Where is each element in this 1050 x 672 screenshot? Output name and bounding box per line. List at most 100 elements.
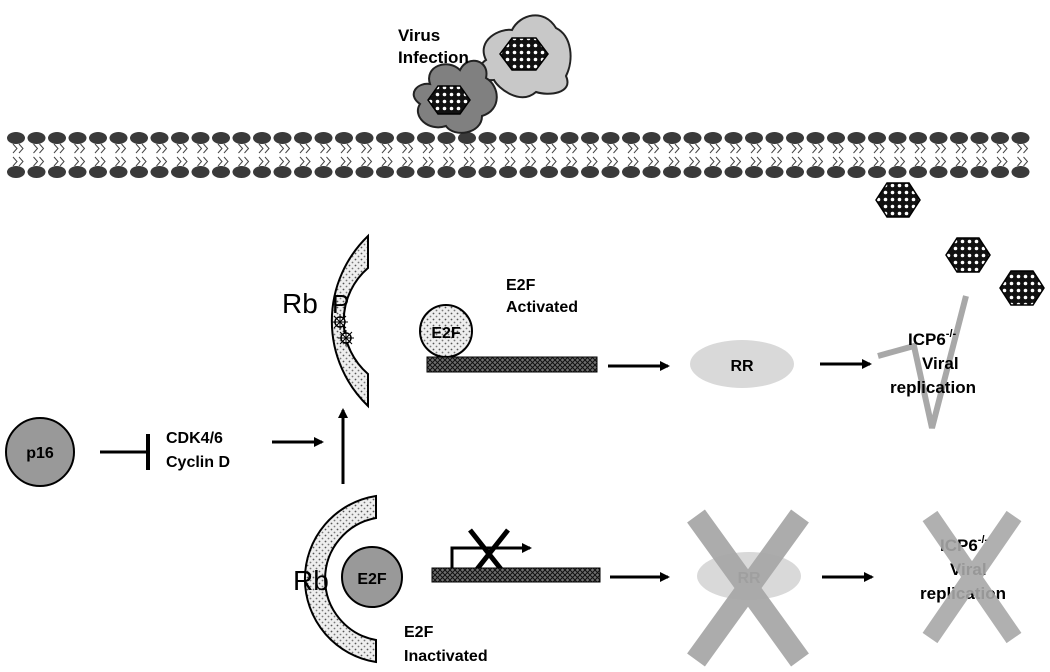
lipid-tail bbox=[976, 156, 988, 167]
lipid-tail bbox=[976, 143, 988, 154]
e2f-activated-label-line1: E2F bbox=[506, 277, 536, 294]
lipid-tail bbox=[504, 156, 516, 167]
lipid-tail bbox=[279, 156, 291, 167]
rb-phosphorylated-shape bbox=[330, 233, 369, 409]
cdk-label-line1: CDK4/6 bbox=[166, 430, 223, 447]
lipid-tail bbox=[1017, 156, 1029, 167]
lipid-head bbox=[27, 166, 46, 178]
lipid-head bbox=[519, 166, 538, 178]
lipid-tail bbox=[955, 143, 967, 154]
lipid-head bbox=[376, 132, 394, 144]
lipid-tail bbox=[996, 156, 1008, 167]
promoter-arrow-bottom bbox=[450, 543, 532, 568]
lipid-head bbox=[827, 132, 845, 144]
lipid-head bbox=[663, 132, 681, 144]
lipid-head bbox=[150, 132, 169, 144]
rr-top-ellipse bbox=[690, 340, 794, 388]
lipid-tail bbox=[873, 156, 885, 167]
lipid-head bbox=[950, 132, 968, 144]
lipid-tail bbox=[463, 143, 475, 154]
lipid-head bbox=[601, 166, 620, 178]
lipid-head bbox=[540, 166, 558, 178]
lipid-tail bbox=[853, 156, 865, 167]
lipid-head bbox=[478, 132, 497, 144]
lipid-tail bbox=[33, 156, 45, 167]
lipid-head bbox=[786, 132, 804, 144]
lipid-tail bbox=[607, 143, 619, 154]
lipid-head bbox=[622, 132, 640, 144]
lipid-head bbox=[888, 132, 907, 144]
viral-top-label: Viral bbox=[922, 354, 959, 373]
lipid-head bbox=[601, 132, 620, 144]
lipid-head bbox=[560, 166, 579, 178]
lipid-head bbox=[68, 132, 87, 144]
lipid-head bbox=[786, 166, 804, 178]
lipid-head bbox=[48, 166, 66, 178]
lipid-tail bbox=[566, 156, 578, 167]
lipid-head bbox=[273, 166, 292, 178]
lipid-tail bbox=[258, 156, 270, 167]
lipid-tail bbox=[812, 156, 824, 167]
lipid-tail bbox=[33, 143, 45, 154]
replication-checkmark bbox=[877, 295, 969, 429]
lipid-tail bbox=[340, 156, 352, 167]
lipid-head bbox=[499, 132, 517, 144]
virion-2 bbox=[945, 237, 991, 273]
rr-cross-mark bbox=[687, 509, 809, 667]
lipid-tail bbox=[689, 143, 701, 154]
lipid-head bbox=[458, 132, 476, 144]
lipid-tail bbox=[53, 143, 65, 154]
lipid-head bbox=[478, 166, 497, 178]
lipid-tail bbox=[545, 156, 557, 167]
lipid-tail bbox=[463, 156, 475, 167]
lipid-tail bbox=[709, 143, 721, 154]
lipid-tail bbox=[197, 143, 209, 154]
lipid-head bbox=[89, 132, 107, 144]
lipid-tail bbox=[668, 156, 680, 167]
lipid-head bbox=[683, 132, 702, 144]
virus-particle-outer bbox=[478, 14, 572, 99]
lipid-head bbox=[458, 166, 476, 178]
lipid-tail bbox=[914, 143, 926, 154]
lipid-head bbox=[212, 166, 230, 178]
lipid-tail bbox=[996, 143, 1008, 154]
lipid-tail bbox=[771, 143, 783, 154]
lipid-head bbox=[355, 132, 374, 144]
lipid-tail bbox=[484, 156, 496, 167]
lipid-tail bbox=[894, 156, 906, 167]
lipid-tail bbox=[750, 143, 762, 154]
lipid-tail bbox=[381, 143, 393, 154]
lipid-tail bbox=[832, 143, 844, 154]
lipid-head bbox=[1011, 132, 1030, 144]
lipid-head bbox=[704, 132, 722, 144]
lipid-tail bbox=[648, 143, 660, 154]
lipid-tail bbox=[217, 156, 229, 167]
lipid-tail bbox=[1017, 143, 1029, 154]
p16-circle bbox=[5, 417, 75, 487]
lipid-head bbox=[970, 132, 989, 144]
lipid-head bbox=[868, 132, 886, 144]
lipid-tail bbox=[791, 143, 803, 154]
replication-top-label: replication bbox=[890, 378, 976, 397]
lipid-tail bbox=[299, 143, 311, 154]
lipid-head bbox=[765, 166, 784, 178]
lipid-tail bbox=[320, 143, 332, 154]
lipid-tail bbox=[156, 156, 168, 167]
phosphate-star-2 bbox=[338, 330, 354, 346]
lipid-head bbox=[294, 166, 312, 178]
lipid-tail bbox=[402, 143, 414, 154]
lipid-head bbox=[109, 166, 128, 178]
lipid-head bbox=[499, 166, 517, 178]
lipid-tail bbox=[361, 156, 373, 167]
rb-top-label: Rb bbox=[282, 288, 318, 319]
lipid-head bbox=[150, 166, 169, 178]
dna-bar-bottom bbox=[431, 567, 601, 583]
lipid-tail bbox=[668, 143, 680, 154]
lipid-head bbox=[7, 166, 25, 178]
lipid-head bbox=[212, 132, 230, 144]
lipid-head bbox=[950, 166, 968, 178]
lipid-tail bbox=[299, 156, 311, 167]
lipid-head bbox=[232, 132, 251, 144]
e2f-activated-label-line2: Activated bbox=[506, 299, 578, 316]
